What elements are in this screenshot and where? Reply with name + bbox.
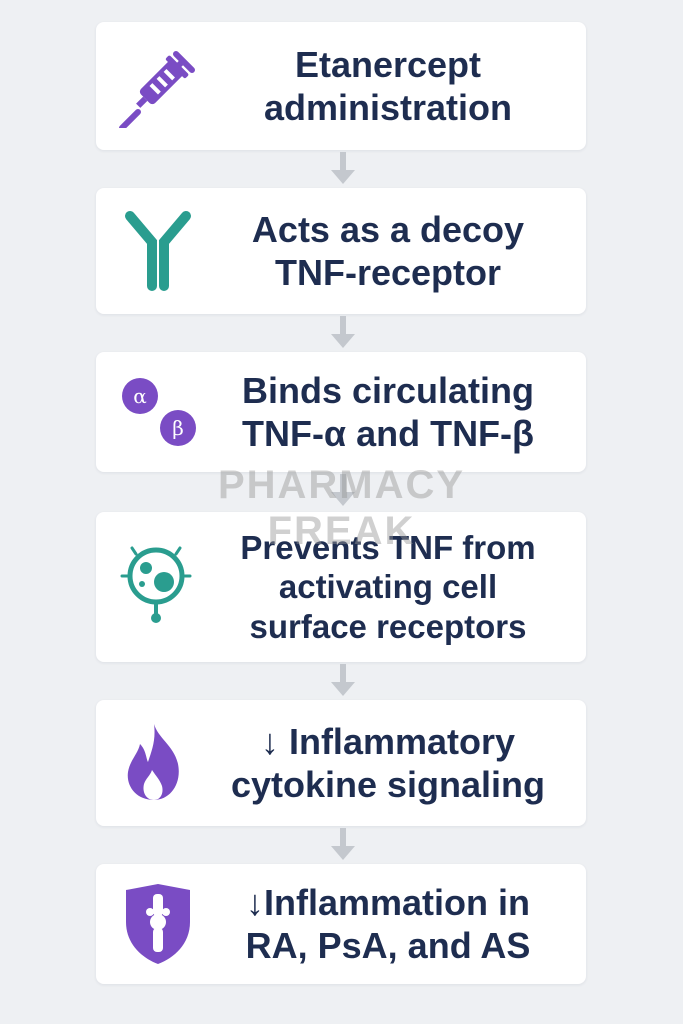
arrow-down-icon [329, 828, 357, 862]
beta-label: β [172, 416, 184, 440]
step-text-cytokine-signaling: ↓ Inflammatory cytokine signaling [230, 720, 546, 805]
step-card-cytokine-signaling: ↓ Inflammatory cytokine signaling [96, 700, 586, 826]
alpha-label: α [133, 384, 147, 408]
step-card-prevents-activation: Prevents TNF from activating cell surfac… [96, 512, 586, 662]
step-card-reduced-inflammation: ↓Inflammation in RA, PsA, and AS [96, 864, 586, 984]
joint-shield-icon [116, 882, 200, 966]
step-card-decoy-receptor: Acts as a decoy TNF-receptor [96, 188, 586, 314]
flame-icon [116, 720, 200, 804]
cell-receptor-icon [116, 542, 200, 626]
watermark: PHARMACY FREAK [217, 463, 466, 553]
arrow-down-icon [329, 316, 357, 350]
step-text-administration: Etanercept administration [263, 43, 513, 128]
step-text-prevents-activation: Prevents TNF from activating cell surfac… [240, 528, 536, 645]
step-card-administration: Etanercept administration [96, 22, 586, 150]
arrow-down-icon [329, 152, 357, 186]
step-text-decoy-receptor: Acts as a decoy TNF-receptor [251, 208, 525, 293]
step-text-binds-tnf: Binds circulating TNF-α and TNF-β [241, 369, 535, 454]
arrow-down-icon [329, 474, 357, 508]
alpha-beta-icon: α β [116, 370, 200, 454]
antibody-icon [116, 208, 200, 292]
arrow-down-icon [329, 664, 357, 698]
step-text-reduced-inflammation: ↓Inflammation in RA, PsA, and AS [245, 881, 531, 966]
syringe-icon [116, 44, 200, 128]
step-card-binds-tnf: α β Binds circulating TNF-α and TNF-β [96, 352, 586, 472]
